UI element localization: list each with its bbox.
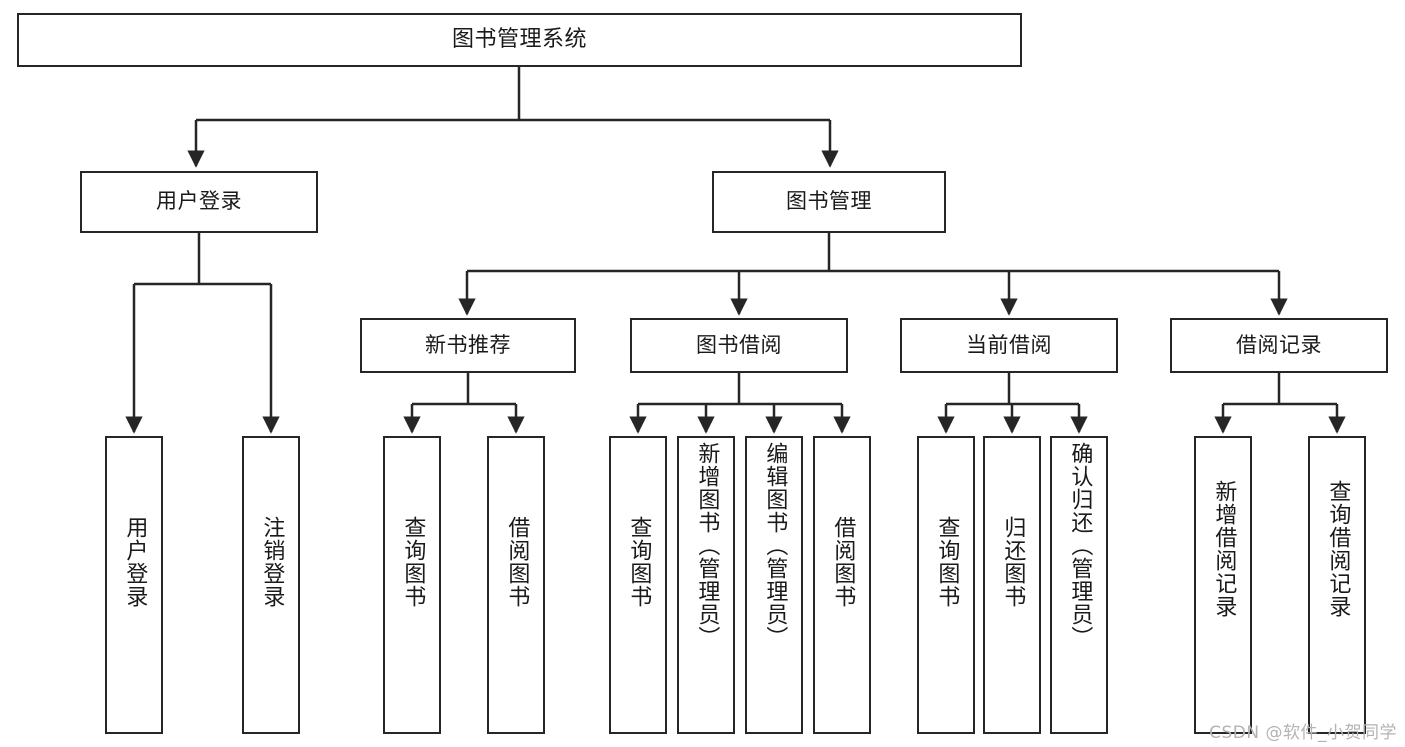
leaf-book-borrow-borrow-book[interactable]: 借阅图书 — [813, 436, 871, 734]
node-current-borrow[interactable]: 当前借阅 — [900, 318, 1118, 373]
leaf-new-book-borrow-book[interactable]: 借阅图书 — [487, 436, 545, 734]
node-book-management[interactable]: 图书管理 — [712, 171, 946, 233]
node-label: 用户登录 — [156, 189, 242, 214]
leaf-new-book-query-book[interactable]: 查询图书 — [383, 436, 441, 734]
node-borrow-record[interactable]: 借阅记录 — [1170, 318, 1388, 373]
node-label: 借阅记录 — [1236, 332, 1322, 357]
watermark-text: CSDN @软件_小贺同学 — [1209, 723, 1397, 743]
leaf-current-borrow-query-book[interactable]: 查询图书 — [917, 436, 975, 734]
node-label: 查询图书 — [626, 516, 652, 608]
node-label: 查询图书 — [400, 516, 426, 608]
node-label: 新增图书（管理员） — [694, 442, 720, 649]
node-label: 查询图书 — [934, 516, 960, 608]
node-label: 确认归还（管理员） — [1067, 442, 1093, 649]
node-label: 图书管理系统 — [451, 26, 587, 52]
leaf-current-borrow-confirm-return-admin[interactable]: 确认归还（管理员） — [1050, 436, 1108, 734]
node-user-login[interactable]: 用户登录 — [80, 171, 318, 233]
node-label: 新书推荐 — [425, 332, 511, 357]
node-label: 编辑图书（管理员） — [762, 442, 788, 649]
leaf-book-borrow-query-book[interactable]: 查询图书 — [609, 436, 667, 734]
node-label: 新增借阅记录 — [1211, 480, 1237, 618]
node-label: 借阅图书 — [830, 516, 856, 608]
leaf-borrow-record-query-record[interactable]: 查询借阅记录 — [1308, 436, 1366, 734]
leaf-book-borrow-edit-book-admin[interactable]: 编辑图书（管理员） — [745, 436, 803, 734]
leaf-book-borrow-add-book-admin[interactable]: 新增图书（管理员） — [677, 436, 735, 734]
node-new-book-recommend[interactable]: 新书推荐 — [360, 318, 576, 373]
node-book-borrow[interactable]: 图书借阅 — [630, 318, 848, 373]
leaf-user-login-login[interactable]: 用户登录 — [105, 436, 163, 734]
node-root-book-management-system[interactable]: 图书管理系统 — [17, 13, 1022, 67]
node-label: 图书管理 — [786, 189, 872, 214]
node-label: 借阅图书 — [504, 516, 530, 608]
node-label: 归还图书 — [1000, 516, 1026, 608]
leaf-borrow-record-add-record[interactable]: 新增借阅记录 — [1194, 436, 1252, 734]
node-label: 图书借阅 — [696, 332, 782, 357]
node-label: 用户登录 — [122, 516, 148, 608]
leaf-current-borrow-return-book[interactable]: 归还图书 — [983, 436, 1041, 734]
leaf-user-login-logout[interactable]: 注销登录 — [242, 436, 300, 734]
node-label: 注销登录 — [259, 516, 285, 608]
node-label: 当前借阅 — [966, 332, 1052, 357]
node-label: 查询借阅记录 — [1325, 480, 1351, 618]
